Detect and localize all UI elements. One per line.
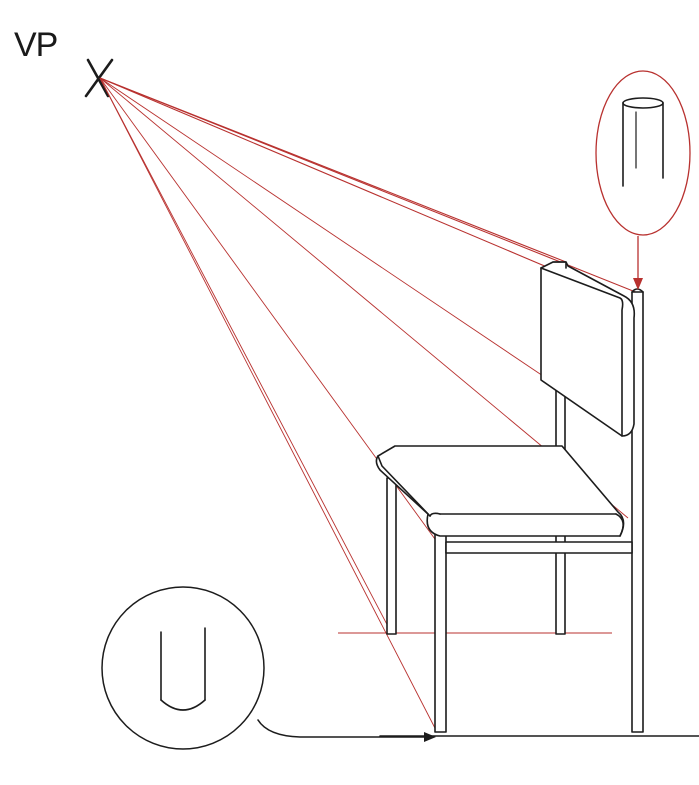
guide-line-post-top xyxy=(99,77,639,294)
detail-callout-bottom-leg xyxy=(101,586,436,750)
bench-seat xyxy=(375,445,625,537)
bench-backrest xyxy=(540,261,636,437)
guide-line-back-leg-foot xyxy=(99,77,393,635)
front-right-post xyxy=(631,291,644,733)
front-left-leg xyxy=(434,529,447,733)
rear-left-leg xyxy=(386,477,397,635)
guide-line-front-leg-foot xyxy=(99,77,438,733)
seat-side-rail xyxy=(445,541,633,554)
vanishing-point-marker xyxy=(84,58,114,98)
vanishing-point-label: VP xyxy=(14,26,58,64)
bench-seat-rail xyxy=(445,541,633,554)
perspective-guide-lines xyxy=(99,77,639,733)
detail-callout-top-leg xyxy=(595,70,691,290)
guide-line-seat-front xyxy=(99,77,629,519)
guide-line-post-top-2 xyxy=(99,77,626,301)
guide-line-backrest-bottom xyxy=(99,77,553,383)
